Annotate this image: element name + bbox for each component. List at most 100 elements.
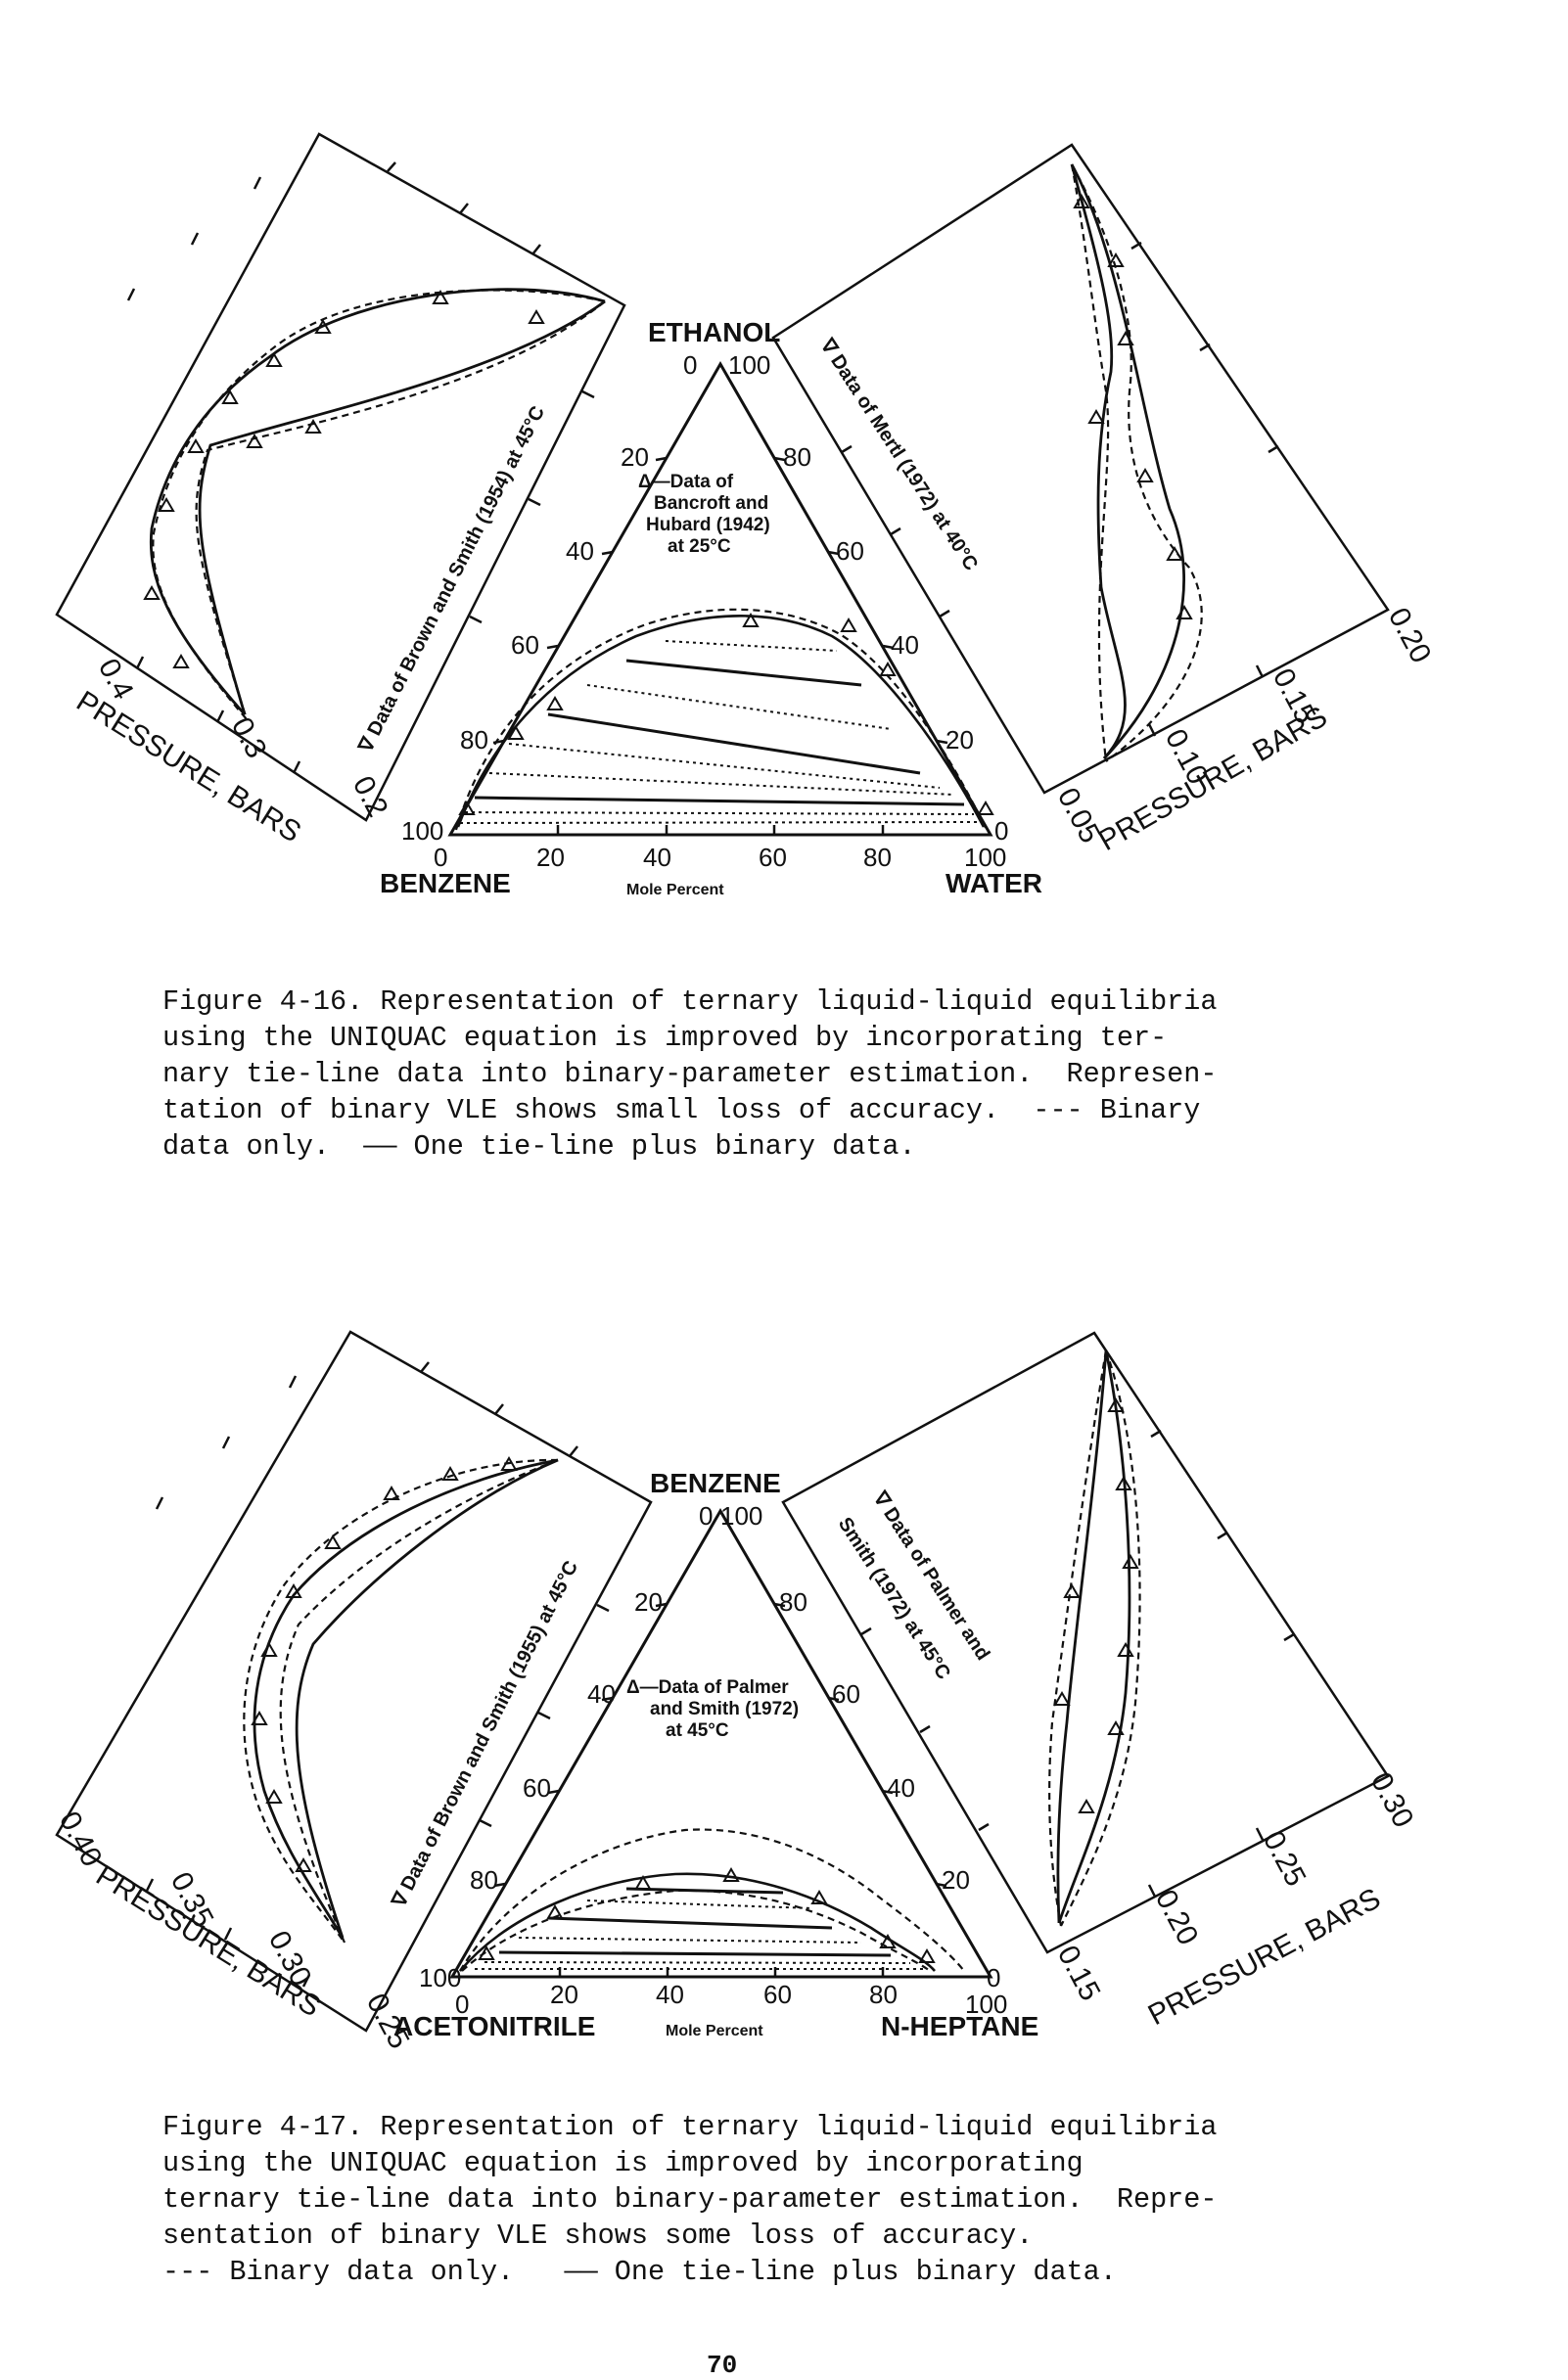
right-panel-curve-solid-1 xyxy=(1070,163,1127,759)
data-marker-triangle xyxy=(1073,194,1090,208)
svg-text:80: 80 xyxy=(779,1587,807,1617)
data-marker-triangle xyxy=(187,438,205,453)
svg-text:20: 20 xyxy=(634,1587,663,1617)
data-marker-triangle xyxy=(742,613,760,627)
figure-4-17: BENZENE 0 100 ACETONITRILE N-HEPTANE Mol… xyxy=(0,1302,1568,2300)
svg-text:20: 20 xyxy=(945,725,974,755)
data-marker-triangle xyxy=(507,725,525,740)
svg-text:0: 0 xyxy=(434,843,447,872)
ternary-triangle xyxy=(449,1508,993,1979)
data-marker-triangle xyxy=(260,1642,278,1657)
binodal-curve-dashed xyxy=(454,608,988,831)
ternary-data-note: Δ—Data of Palmer and Smith (1972) at 45°… xyxy=(626,1677,799,1741)
left-pressure-ticks: 0.40 0.35 0.30 0.25 xyxy=(53,1807,416,2054)
data-marker-triangle xyxy=(478,1945,495,1960)
data-marker-triangle xyxy=(285,1583,302,1598)
tie-line xyxy=(665,640,838,652)
top-vertex-ticks: 100 xyxy=(728,350,770,380)
svg-text:40: 40 xyxy=(656,1980,684,2009)
svg-text:40: 40 xyxy=(587,1679,616,1709)
svg-text:0.15: 0.15 xyxy=(1051,1941,1107,2006)
right-panel-curve-solid-1 xyxy=(1057,1350,1131,1924)
data-marker-triangle xyxy=(977,801,994,815)
top-component-label: ETHANOL xyxy=(648,317,780,347)
right-vle-panel-frame xyxy=(771,143,1390,795)
data-marker-triangle xyxy=(251,1711,268,1725)
data-marker-triangle xyxy=(1087,409,1105,424)
left-panel-note: ∇ Data of Brown and Smith (1955) at 45°C xyxy=(388,1558,582,1912)
data-marker-triangle xyxy=(172,654,190,668)
data-marker-triangle xyxy=(1117,1642,1134,1657)
figure-4-16: ETHANOL 0 100 BENZENE WATER Mole Percent… xyxy=(0,0,1568,979)
data-marker-triangle xyxy=(265,1789,283,1804)
tie-line xyxy=(547,712,921,775)
data-marker-triangle xyxy=(879,1934,897,1948)
data-marker-triangle xyxy=(458,801,476,815)
svg-text:60: 60 xyxy=(511,630,539,660)
tie-line xyxy=(498,1950,892,1957)
svg-text:60: 60 xyxy=(832,1679,860,1709)
top-vertex-ticks: 0 xyxy=(699,1501,713,1531)
right-pressure-ticks: 0.05 0.10 0.15 0.20 xyxy=(1051,603,1438,848)
left-component-label: ACETONITRILE xyxy=(393,2011,595,2041)
svg-text:0: 0 xyxy=(987,1963,1000,1992)
data-marker-triangle xyxy=(221,389,239,404)
data-marker-triangle xyxy=(1107,252,1125,267)
right-panel-curve-solid-2 xyxy=(1056,1350,1108,1924)
data-marker-triangle xyxy=(158,497,175,512)
right-panel-curve-dashed-2 xyxy=(1048,1350,1108,1927)
right-panel-curve-dashed-1 xyxy=(1060,1350,1141,1927)
data-marker-triangle xyxy=(1136,468,1154,482)
left-panel-curve-solid-1 xyxy=(253,1458,559,1939)
data-marker-triangle xyxy=(1063,1583,1081,1598)
left-vle-panel-frame xyxy=(55,1330,653,2033)
data-marker-triangle xyxy=(546,696,564,710)
data-marker-triangle xyxy=(441,1466,459,1481)
left-panel-note: ∇ Data of Brown and Smith (1954) at 45°C xyxy=(354,403,549,757)
svg-text:at 25°C: at 25°C xyxy=(668,536,731,557)
data-marker-triangle xyxy=(246,434,263,448)
tie-line xyxy=(586,1899,813,1909)
svg-text:20: 20 xyxy=(942,1865,970,1895)
bottom-axis-ticks: 0 20 40 60 80 100 xyxy=(434,843,1006,872)
ternary-data-note: Δ—Data of Bancroft and Hubard (1942) at … xyxy=(638,472,770,557)
svg-text:0: 0 xyxy=(994,816,1008,846)
svg-text:Bancroft and: Bancroft and xyxy=(654,493,768,514)
svg-text:0: 0 xyxy=(455,1990,469,2019)
svg-text:0.30: 0.30 xyxy=(1364,1767,1420,1833)
data-marker-triangle xyxy=(500,1456,518,1471)
svg-text:60: 60 xyxy=(523,1773,551,1803)
svg-text:80: 80 xyxy=(869,1980,898,2009)
right-component-label: N-HEPTANE xyxy=(881,2011,1038,2041)
svg-text:80: 80 xyxy=(863,843,892,872)
svg-text:80: 80 xyxy=(460,725,488,755)
svg-text:and Smith (1972): and Smith (1972) xyxy=(650,1699,799,1719)
data-marker-triangle xyxy=(314,319,332,334)
tie-line xyxy=(484,1961,911,1964)
data-marker-triangle xyxy=(1176,605,1193,619)
data-marker-triangle xyxy=(722,1867,740,1882)
data-marker-triangle xyxy=(295,1857,312,1872)
svg-text:40: 40 xyxy=(643,843,671,872)
tie-line xyxy=(474,796,965,806)
data-marker-triangle xyxy=(143,585,161,600)
data-marker-triangle xyxy=(1107,1397,1125,1412)
bottom-axis-ticks: 0 20 40 60 80 100 xyxy=(455,1980,1007,2019)
svg-text:40: 40 xyxy=(566,536,594,566)
svg-text:100: 100 xyxy=(419,1963,461,1992)
svg-text:80: 80 xyxy=(783,442,811,472)
right-axis-ticks: 0 20 40 60 80 xyxy=(783,442,1008,846)
data-marker-triangle xyxy=(304,419,322,434)
svg-text:20: 20 xyxy=(621,442,649,472)
left-panel-curve-dashed-1 xyxy=(243,1458,559,1944)
data-marker-triangle xyxy=(1122,1554,1139,1569)
top-vertex-ticks: 0 xyxy=(683,350,697,380)
svg-text:0.25: 0.25 xyxy=(360,1989,416,2054)
tie-line xyxy=(464,811,975,815)
figure-4-16-drawing: ETHANOL 0 100 BENZENE WATER Mole Percent… xyxy=(55,132,1438,898)
svg-text:60: 60 xyxy=(763,1980,792,2009)
svg-text:Δ—Data of: Δ—Data of xyxy=(638,472,734,492)
svg-text:at 45°C: at 45°C xyxy=(666,1720,729,1741)
tie-line xyxy=(547,1916,833,1930)
right-component-label: WATER xyxy=(945,868,1042,898)
